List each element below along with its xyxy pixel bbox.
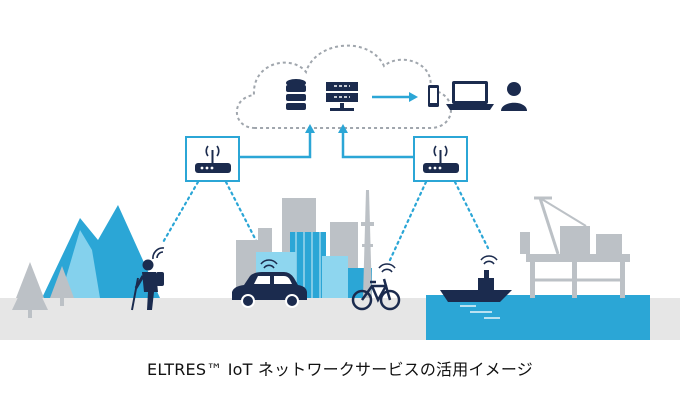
bicycle-icon xyxy=(351,278,401,311)
sea xyxy=(426,295,650,340)
gateway-left xyxy=(185,136,240,182)
ship-icon xyxy=(440,270,512,302)
uplink-arrow-right xyxy=(341,132,414,159)
mountain-icon xyxy=(42,205,160,298)
uplink-arrow-left xyxy=(239,132,312,159)
laptop-icon xyxy=(446,81,494,110)
uplink-arrowhead-right xyxy=(338,124,348,133)
hiker-icon xyxy=(131,259,164,311)
wifi-signal-icon xyxy=(260,259,278,269)
flow-arrow-to-devices xyxy=(372,92,418,102)
database-icon xyxy=(286,79,306,110)
uplink-arrowhead-left xyxy=(305,124,315,133)
server-icon xyxy=(326,82,358,111)
wifi-signal-icon xyxy=(205,145,220,157)
tree-icon xyxy=(12,262,74,318)
car-icon xyxy=(232,272,307,308)
tower-icon xyxy=(361,190,374,298)
gateway-right xyxy=(413,136,468,182)
wifi-signal-icon xyxy=(480,255,498,265)
wifi-signal-icon xyxy=(378,263,396,273)
user-icon xyxy=(501,82,527,111)
diagram-caption: ELTRES™ IoT ネットワークサービスの活用イメージ xyxy=(147,360,533,379)
smartphone-icon xyxy=(428,85,439,107)
radio-links xyxy=(160,180,490,262)
wifi-signal-icon xyxy=(152,247,165,260)
wifi-signal-icon xyxy=(433,145,448,157)
oil-rig-icon xyxy=(520,196,630,298)
